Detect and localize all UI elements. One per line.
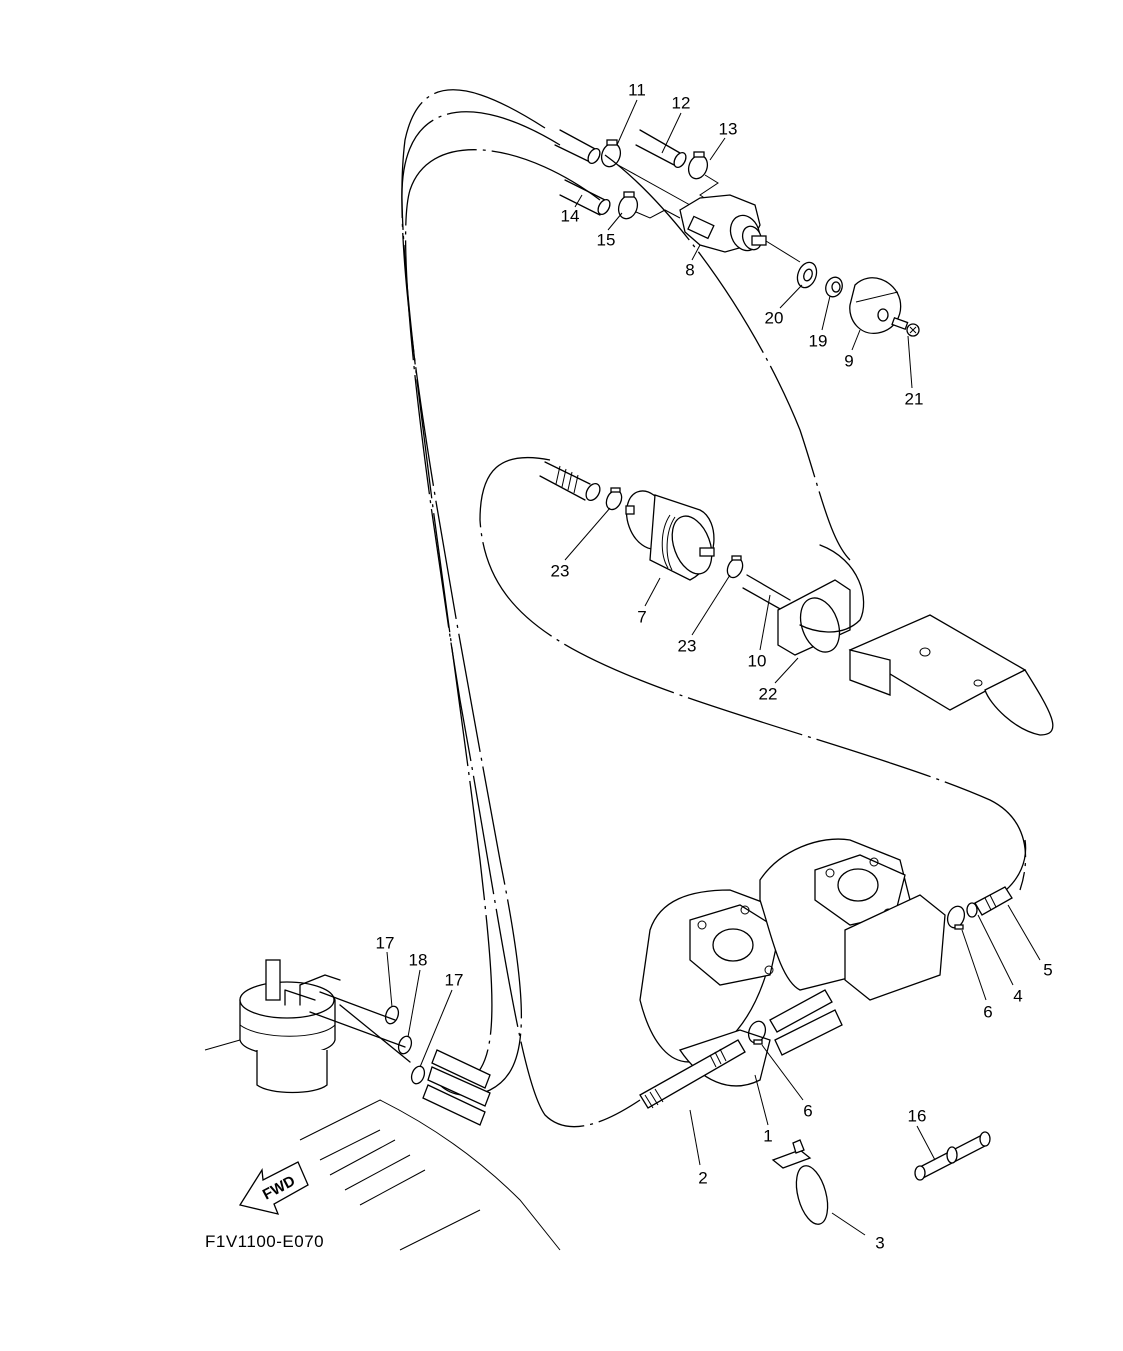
carburetor-assembly xyxy=(639,838,1013,1109)
callout-12: 12 xyxy=(671,93,691,113)
callout-10: 10 xyxy=(747,651,767,671)
callout-5: 5 xyxy=(1043,960,1053,980)
leader-lines xyxy=(386,99,1041,1236)
callout-9: 9 xyxy=(844,351,854,371)
callout-3: 3 xyxy=(875,1233,885,1253)
joint-part-16 xyxy=(914,1131,991,1181)
callout-15: 15 xyxy=(596,230,616,250)
clamp-part-3 xyxy=(771,1139,829,1225)
callout-1: 1 xyxy=(763,1126,773,1146)
callout-8: 8 xyxy=(685,260,695,280)
callout-13: 13 xyxy=(718,119,738,139)
callout-17b: 17 xyxy=(444,970,464,990)
callout-21: 21 xyxy=(904,389,924,409)
hull-outline xyxy=(299,1099,561,1251)
callout-2: 2 xyxy=(698,1168,708,1188)
fuel-cock-assembly xyxy=(554,129,920,337)
callout-6a: 6 xyxy=(983,1002,993,1022)
callout-6b: 6 xyxy=(803,1101,813,1121)
drawing-code: F1V1100-E070 xyxy=(205,1232,325,1251)
callout-4: 4 xyxy=(1013,986,1023,1006)
callout-7: 7 xyxy=(637,607,647,627)
callout-18: 18 xyxy=(408,950,428,970)
callout-20: 20 xyxy=(764,308,784,328)
fuel-filter-assembly xyxy=(539,461,1054,736)
callout-14: 14 xyxy=(560,206,580,226)
callout-22: 22 xyxy=(758,684,778,704)
callout-23a: 23 xyxy=(550,561,570,581)
hose-loops xyxy=(401,89,1027,1128)
callout-11: 11 xyxy=(628,80,646,100)
callout-16: 16 xyxy=(907,1106,927,1126)
callout-17a: 17 xyxy=(375,933,395,953)
callout-23b: 23 xyxy=(677,636,697,656)
callout-19: 19 xyxy=(808,331,828,351)
vent-tank-assembly xyxy=(204,959,491,1126)
forward-arrow-icon: FWD xyxy=(238,1161,309,1215)
